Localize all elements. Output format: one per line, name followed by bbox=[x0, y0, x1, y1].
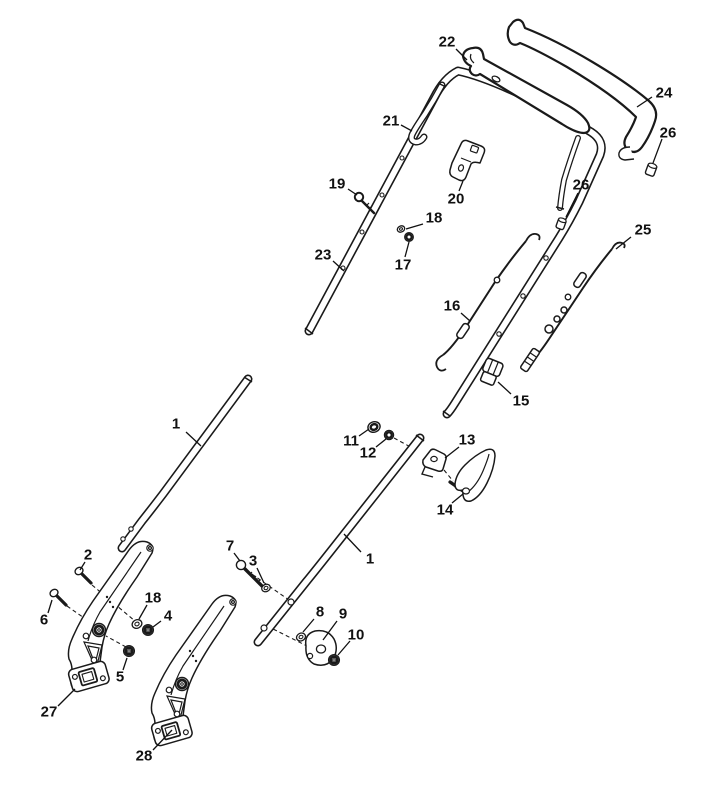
part-label-1-1: 1 bbox=[365, 550, 375, 568]
nut-10 bbox=[327, 653, 341, 667]
washer-18-upper bbox=[396, 225, 406, 233]
leader-line-9-9 bbox=[322, 620, 338, 641]
part-label-20-21: 20 bbox=[447, 190, 465, 208]
bushing-11 bbox=[367, 420, 381, 434]
leader-line-21-22 bbox=[400, 124, 413, 132]
leader-line-12-12 bbox=[375, 438, 387, 448]
hook-screw-19 bbox=[353, 191, 376, 215]
leader-line-18-19 bbox=[138, 604, 148, 620]
leader-line-26-28 bbox=[565, 192, 579, 218]
part-label-14-14: 14 bbox=[436, 501, 454, 519]
leader-line-25-26 bbox=[615, 236, 632, 250]
leader-line-27-29 bbox=[57, 688, 76, 707]
leader-line-18-18 bbox=[405, 223, 424, 230]
part-label-6-6: 6 bbox=[39, 611, 49, 629]
leader-line-7-7 bbox=[233, 552, 241, 562]
leader-line-26-27 bbox=[652, 138, 663, 164]
leader-lines bbox=[47, 48, 663, 751]
part-label-4-4: 4 bbox=[163, 607, 173, 625]
nut-5 bbox=[122, 644, 136, 658]
lower-tube-1-left bbox=[121, 377, 252, 548]
part-label-26-28: 26 bbox=[572, 176, 590, 194]
part-label-5-5: 5 bbox=[115, 668, 125, 686]
part-label-22-23: 22 bbox=[438, 33, 456, 51]
leader-line-1-1 bbox=[343, 533, 362, 553]
washer-3 bbox=[261, 583, 271, 593]
part-label-24-25: 24 bbox=[655, 84, 673, 102]
leader-line-22-23 bbox=[455, 48, 468, 61]
leader-line-11-11 bbox=[358, 428, 370, 437]
part-label-11-11: 11 bbox=[343, 432, 359, 450]
tube-holes bbox=[340, 155, 549, 337]
screw-2 bbox=[74, 566, 93, 585]
leader-line-13-13 bbox=[444, 446, 460, 459]
upper-handle-tube-23 bbox=[305, 71, 601, 416]
screw-6 bbox=[49, 588, 68, 607]
leader-line-5-5 bbox=[122, 657, 128, 671]
disc-9 bbox=[304, 629, 337, 666]
part-label-8-8: 8 bbox=[315, 603, 325, 621]
part-label-13-13: 13 bbox=[458, 431, 476, 449]
washer-8 bbox=[295, 632, 307, 642]
leader-line-2-2 bbox=[79, 561, 86, 571]
part-label-19-20: 19 bbox=[328, 175, 346, 193]
leader-line-4-4 bbox=[152, 620, 162, 628]
part-label-23-24: 23 bbox=[314, 246, 332, 264]
part-label-17-17: 17 bbox=[394, 256, 412, 274]
part-label-18-19: 18 bbox=[144, 589, 162, 607]
leader-line-23-24 bbox=[332, 260, 345, 272]
clip-15 bbox=[479, 357, 504, 386]
nut-17 bbox=[404, 232, 414, 242]
part-label-12-12: 12 bbox=[359, 444, 377, 462]
part-label-25-26: 25 bbox=[634, 221, 652, 239]
leader-line-14-14 bbox=[451, 493, 464, 504]
bail-24 bbox=[506, 18, 658, 161]
bail-21 bbox=[412, 83, 447, 142]
cable-guide-20 bbox=[449, 139, 486, 182]
leader-line-15-15 bbox=[497, 381, 512, 395]
cable-25 bbox=[519, 241, 626, 373]
plug-26-mid bbox=[555, 217, 567, 231]
lever-14 bbox=[448, 448, 496, 503]
bolt-7 bbox=[235, 559, 264, 588]
leader-line-1-0 bbox=[185, 431, 202, 447]
leader-line-19-20 bbox=[347, 188, 358, 196]
part-label-3-3: 3 bbox=[248, 552, 258, 570]
cam-13 bbox=[421, 448, 447, 478]
leader-line-10-10 bbox=[337, 640, 351, 656]
part-label-15-15: 15 bbox=[512, 392, 530, 410]
leader-line-17-17 bbox=[404, 241, 410, 258]
part-label-7-7: 7 bbox=[225, 537, 235, 555]
leader-line-3-3 bbox=[256, 567, 265, 584]
part-label-21-22: 21 bbox=[382, 112, 400, 130]
part-label-9-9: 9 bbox=[338, 605, 348, 623]
plug-26-top bbox=[644, 162, 658, 177]
leader-line-8-8 bbox=[302, 618, 315, 633]
leader-line-24-25 bbox=[636, 96, 653, 108]
leader-line-6-6 bbox=[47, 599, 53, 614]
leader-line-16-16 bbox=[460, 312, 471, 322]
leader-line-28-30 bbox=[152, 729, 173, 751]
part-label-10-10: 10 bbox=[347, 626, 365, 644]
part-label-18-18: 18 bbox=[425, 209, 443, 227]
part-label-2-2: 2 bbox=[83, 546, 93, 564]
nut-4 bbox=[141, 623, 155, 637]
bail-22 bbox=[461, 46, 591, 209]
washer-18-lower bbox=[131, 618, 143, 630]
part-label-1-0: 1 bbox=[171, 415, 181, 433]
nut-12 bbox=[383, 429, 395, 441]
part-label-16-16: 16 bbox=[443, 297, 461, 315]
part-label-27-29: 27 bbox=[40, 703, 58, 721]
part-label-26-27: 26 bbox=[659, 124, 677, 142]
part-label-28-30: 28 bbox=[135, 747, 153, 765]
leader-line-20-21 bbox=[458, 180, 464, 192]
cable-16 bbox=[435, 232, 541, 372]
lower-tube-1-right bbox=[258, 435, 424, 642]
